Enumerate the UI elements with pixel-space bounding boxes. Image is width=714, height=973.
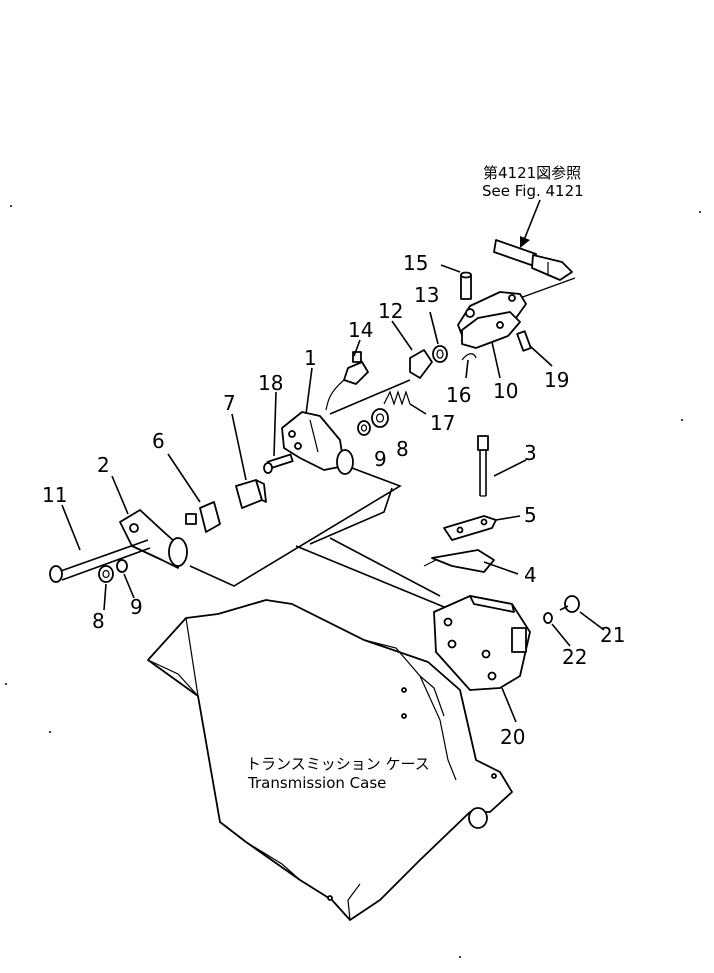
callout-13: 13 xyxy=(414,283,439,307)
callout-20: 20 xyxy=(500,725,525,749)
bolt-11 xyxy=(49,539,151,583)
callout-21: 21 xyxy=(600,623,625,647)
callout-10: 10 xyxy=(493,379,518,403)
switch-wire xyxy=(325,379,345,411)
cover-20 xyxy=(433,595,531,691)
washer-22 xyxy=(543,612,553,624)
rod-link xyxy=(329,379,411,415)
block-6 xyxy=(185,501,221,533)
reference-jp: 第4121図参照 xyxy=(483,164,581,182)
callout-6: 6 xyxy=(152,429,165,453)
reference-arrow xyxy=(523,199,541,241)
case-label-jp: トランスミッション ケース xyxy=(246,755,430,773)
washer-9-lower xyxy=(116,559,128,573)
callout-9-upper: 9 xyxy=(374,447,387,471)
scan-specks xyxy=(5,205,701,958)
callout-4: 4 xyxy=(524,563,537,587)
cotter-16 xyxy=(461,353,477,361)
nut-8-upper xyxy=(371,408,389,428)
assembly-line-case xyxy=(329,537,441,597)
lever-10 xyxy=(457,291,527,349)
assembly-line-case-2 xyxy=(295,545,467,617)
callout-12: 12 xyxy=(378,299,403,323)
callout-1: 1 xyxy=(304,346,317,370)
bolt-3 xyxy=(477,435,489,497)
pin-15 xyxy=(460,271,472,300)
callout-8-upper: 8 xyxy=(396,437,409,461)
ball-joint-12 xyxy=(409,349,433,379)
callout-19: 19 xyxy=(544,368,569,392)
callout-14: 14 xyxy=(348,318,373,342)
washer-9-upper xyxy=(357,420,371,436)
assembly-line-lower xyxy=(189,467,402,587)
bolt-21 xyxy=(559,595,580,613)
callout-17: 17 xyxy=(430,411,455,435)
plate-5 xyxy=(443,515,497,541)
bolt-18 xyxy=(263,453,294,474)
pin-19 xyxy=(516,330,532,352)
callout-7: 7 xyxy=(223,391,236,415)
callout-3: 3 xyxy=(524,441,537,465)
callout-16: 16 xyxy=(446,383,471,407)
bracket-1 xyxy=(281,411,354,475)
callout-9-lower: 9 xyxy=(130,595,143,619)
block-7 xyxy=(235,479,267,509)
callout-11: 11 xyxy=(42,483,67,507)
lever-2 xyxy=(119,509,188,569)
callout-22: 22 xyxy=(562,645,587,669)
callout-leaders xyxy=(61,264,605,723)
transmission-case xyxy=(147,599,513,921)
plate-4 xyxy=(423,549,495,573)
callout-18: 18 xyxy=(258,371,283,395)
rod-end xyxy=(493,239,576,299)
callout-8-lower: 8 xyxy=(92,609,105,633)
callout-5: 5 xyxy=(524,503,537,527)
callout-numbers: 1 2 3 4 5 6 7 8 8 9 9 10 11 12 13 14 15 … xyxy=(42,251,625,749)
reference-arrowhead xyxy=(520,236,530,248)
assembly-line-bracket xyxy=(309,487,393,545)
nut-8-lower xyxy=(98,565,114,583)
spring-17 xyxy=(383,390,411,406)
switch-14 xyxy=(343,351,369,385)
callout-2: 2 xyxy=(97,453,110,477)
case-label-en: Transmission Case xyxy=(247,774,386,792)
reference-en: See Fig. 4121 xyxy=(482,182,584,200)
callout-15: 15 xyxy=(403,251,428,275)
nut-13 xyxy=(432,345,448,363)
